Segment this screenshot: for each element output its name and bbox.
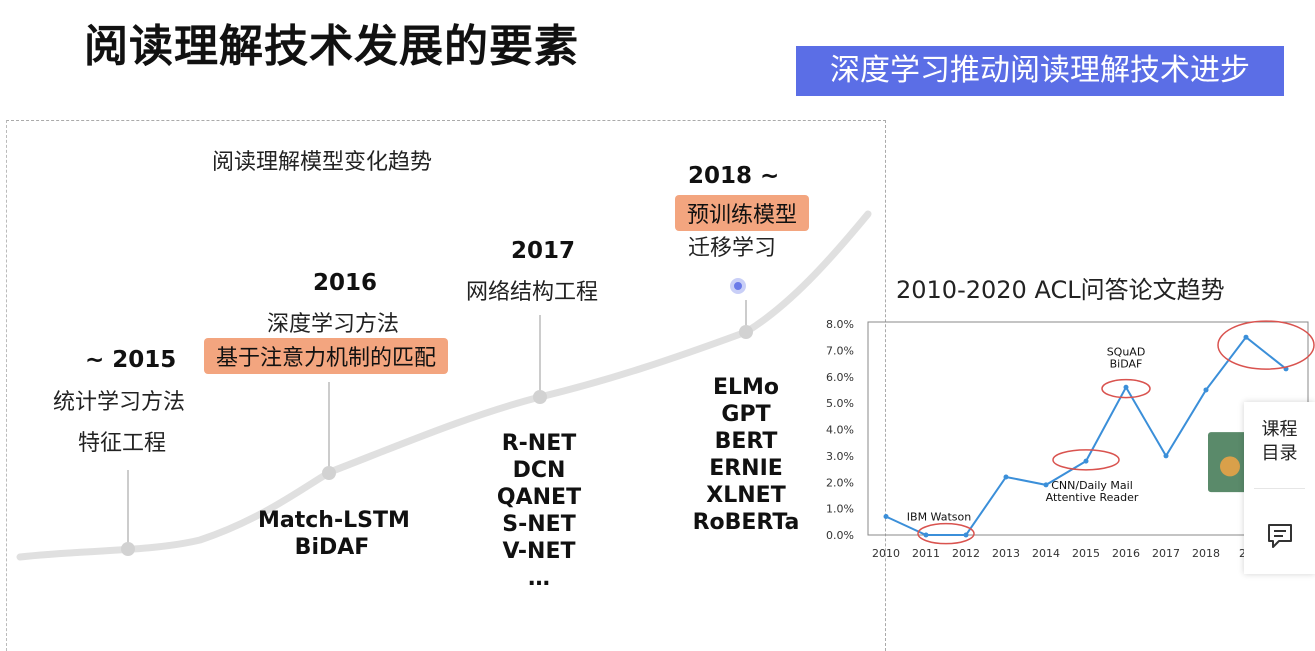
stage-models-2016: Match-LSTM BiDAF bbox=[258, 507, 410, 561]
timeline-panel bbox=[6, 120, 886, 651]
y-tick-label: 7.0% bbox=[826, 344, 854, 357]
stage-dot-2015 bbox=[121, 542, 135, 556]
stage-dot-2018 bbox=[739, 325, 753, 339]
data-point bbox=[1043, 482, 1049, 488]
data-point bbox=[1083, 458, 1089, 464]
data-point bbox=[1203, 387, 1209, 393]
y-tick-label: 5.0% bbox=[826, 397, 854, 410]
y-tick-label: 2.0% bbox=[826, 476, 854, 489]
model-name: S-NET bbox=[502, 512, 576, 537]
model-name: XLNET bbox=[706, 483, 786, 508]
chart-annotation: SQuAD bbox=[1107, 346, 1146, 359]
subtitle-banner: 深度学习推动阅读理解技术进步 bbox=[796, 46, 1284, 96]
x-tick-label: 2014 bbox=[1032, 547, 1060, 560]
x-tick-label: 2016 bbox=[1112, 547, 1140, 560]
stage-dot-2016 bbox=[322, 466, 336, 480]
y-tick-label: 3.0% bbox=[826, 450, 854, 463]
model-name: QANET bbox=[496, 485, 582, 510]
model-name: ELMo bbox=[712, 375, 780, 400]
chart-title: 2010-2020 ACL问答论文趋势 bbox=[896, 276, 1225, 304]
course-catalog-button[interactable]: 课程 目录 bbox=[1244, 418, 1315, 466]
course-catalog-label-2: 目录 bbox=[1261, 443, 1298, 464]
data-point bbox=[883, 514, 889, 520]
chart-annotation: CNN/Daily Mail bbox=[1051, 479, 1133, 492]
stage-line-2015-method: 统计学习方法 bbox=[53, 390, 186, 415]
chart-annotation: IBM Watson bbox=[907, 510, 971, 523]
stage-models-2017: R-NET DCN QANET S-NET V-NET … bbox=[489, 430, 589, 592]
data-point bbox=[1243, 334, 1249, 340]
y-tick-label: 1.0% bbox=[826, 503, 854, 516]
data-point bbox=[923, 532, 929, 538]
stage-year-2018: 2018 ~ bbox=[688, 163, 780, 189]
model-name: ERNIE bbox=[709, 456, 783, 481]
model-name: R-NET bbox=[501, 431, 577, 456]
stage-line-2018-transfer: 迁移学习 bbox=[688, 236, 777, 261]
x-tick-label: 2018 bbox=[1192, 547, 1220, 560]
thumbnail-detail bbox=[1220, 456, 1240, 477]
model-name: V-NET bbox=[502, 539, 576, 564]
data-point bbox=[1163, 453, 1169, 459]
highlight-ellipse bbox=[1101, 378, 1151, 399]
side-panel: 课程 目录 bbox=[1244, 402, 1315, 574]
x-tick-label: 2011 bbox=[912, 547, 940, 560]
acl-trend-chart: 0.0% 1.0% 2.0% 3.0% 4.0% 5.0% 6.0% 7.0% 8.0% 2010… bbox=[826, 318, 1315, 560]
stage-year-2015: ~ 2015 bbox=[85, 347, 177, 373]
x-tick-label: 2012 bbox=[952, 547, 980, 560]
model-name: BERT bbox=[714, 429, 778, 454]
y-tick-label: 0.0% bbox=[826, 529, 854, 542]
page-title: 阅读理解技术发展的要素 bbox=[84, 21, 579, 72]
stage-line-2017-method: 网络结构工程 bbox=[466, 280, 599, 305]
y-tick-label: 6.0% bbox=[826, 371, 854, 384]
x-tick-label: 2015 bbox=[1072, 547, 1100, 560]
side-divider bbox=[1254, 488, 1305, 489]
y-tick-label: 8.0% bbox=[826, 318, 854, 331]
chat-bubble-icon[interactable] bbox=[1266, 522, 1294, 550]
model-name: RoBERTa bbox=[692, 510, 800, 535]
x-tick-label: 2010 bbox=[872, 547, 900, 560]
model-name: … bbox=[528, 566, 550, 591]
data-point bbox=[1123, 384, 1129, 390]
y-tick-label: 4.0% bbox=[826, 424, 854, 437]
model-name: BiDAF bbox=[294, 535, 370, 560]
model-name: DCN bbox=[512, 458, 566, 483]
chart-annotation: Attentive Reader bbox=[1046, 491, 1139, 504]
model-name: Match-LSTM bbox=[258, 508, 410, 533]
highlight-ellipse bbox=[917, 522, 975, 545]
pointer-cursor-icon bbox=[730, 278, 746, 294]
stage-year-2016: 2016 bbox=[313, 270, 378, 296]
highlight-ellipse bbox=[1052, 449, 1120, 471]
timeline-title: 阅读理解模型变化趋势 bbox=[212, 150, 433, 175]
x-tick-label: 2017 bbox=[1152, 547, 1180, 560]
stage-dot-2017 bbox=[533, 390, 547, 404]
x-tick-label: 2013 bbox=[992, 547, 1020, 560]
stage-highlight-2018: 预训练模型 bbox=[675, 195, 810, 231]
stage-line-2016-method: 深度学习方法 bbox=[267, 312, 400, 337]
chart-annotation: BiDAF bbox=[1110, 358, 1143, 371]
trend-curve bbox=[16, 210, 872, 561]
data-point bbox=[1003, 474, 1009, 480]
stage-highlight-2016: 基于注意力机制的匹配 bbox=[204, 338, 449, 374]
course-catalog-label-1: 课程 bbox=[1261, 419, 1298, 440]
trend-curve-graphic bbox=[16, 210, 872, 561]
stage-year-2017: 2017 bbox=[511, 238, 576, 264]
stage-line-2015-feature: 特征工程 bbox=[78, 431, 167, 456]
highlight-ellipse bbox=[1217, 320, 1315, 370]
model-name: GPT bbox=[721, 402, 771, 427]
data-point bbox=[963, 532, 969, 538]
stage-models-2018: ELMo GPT BERT ERNIE XLNET RoBERTa bbox=[688, 374, 804, 536]
